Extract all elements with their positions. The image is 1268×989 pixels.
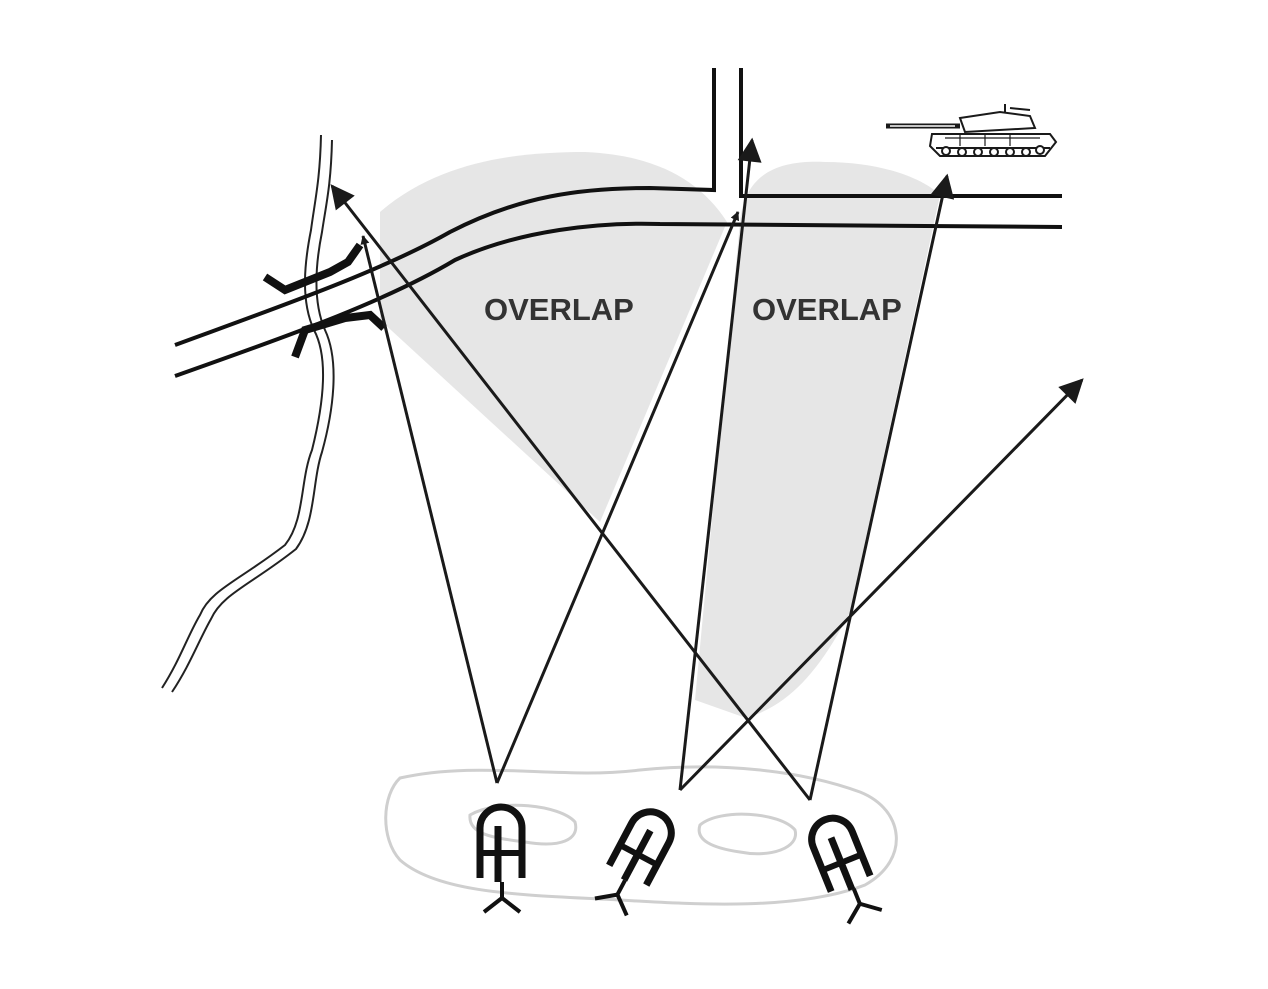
- roads: [174, 68, 1063, 378]
- road-lower-edge: [174, 221, 1063, 378]
- road-branch-right: [739, 68, 1062, 198]
- terrain-contour: [384, 765, 898, 906]
- sector-lines: [330, 137, 1084, 801]
- overlap-zones: [380, 152, 940, 718]
- sector-line-2-right: [678, 378, 1084, 792]
- weapon-position-icon: [594, 808, 675, 917]
- sector-line-3-left: [330, 184, 812, 801]
- weapon-position-icon: [476, 803, 526, 914]
- sector-line-1-left: [360, 235, 499, 784]
- tank-icon: [886, 104, 1058, 157]
- bridge-lower-rail: [291, 310, 387, 359]
- overlap-label-right: OVERLAP: [752, 292, 902, 327]
- weapon-position-icon: [808, 814, 883, 925]
- bridge-upper-rail: [262, 242, 364, 295]
- overlap-label-left: OVERLAP: [484, 292, 634, 327]
- bridge: [262, 242, 387, 359]
- sector-line-2-left: [678, 137, 762, 791]
- overlap-zone-left: [380, 152, 727, 522]
- road-upper-edge: [174, 68, 716, 347]
- river: [161, 134, 335, 693]
- sector-line-1-right: [495, 211, 740, 784]
- sector-line-3-right: [808, 173, 955, 801]
- overlap-zone-right: [695, 161, 940, 718]
